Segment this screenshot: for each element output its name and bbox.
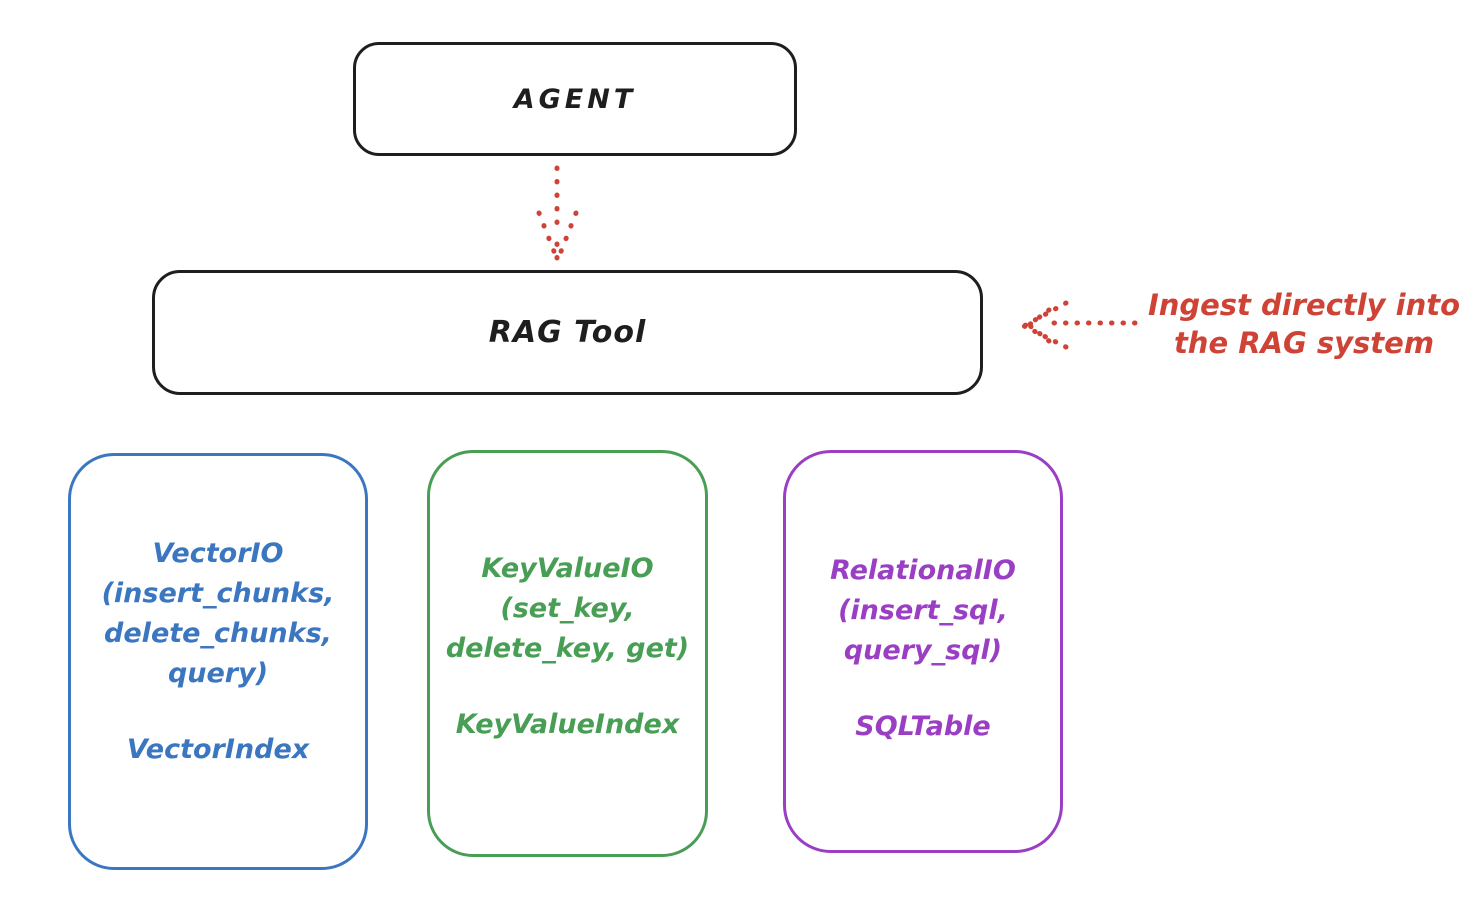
dotted-down-arrow-icon <box>536 165 579 261</box>
rag-tool-label: RAG Tool <box>488 315 647 350</box>
rag-tool-node: RAG Tool <box>152 270 983 395</box>
vector-index-label: VectorIndex <box>126 734 310 765</box>
relational-io-node: RelationalIO (insert_sql, query_sql) SQL… <box>783 450 1063 853</box>
vector-io-methods: VectorIO (insert_chunks, delete_chunks, … <box>101 538 335 689</box>
sql-table-label: SQLTable <box>855 711 991 742</box>
ingest-annotation: Ingest directly into the RAG system <box>1147 288 1461 360</box>
keyvalue-io-node: KeyValueIO (set_key, delete_key, get) Ke… <box>427 450 708 857</box>
agent-node: AGENT <box>353 42 797 156</box>
keyvalue-io-methods: KeyValueIO (set_key, delete_key, get) <box>445 553 690 664</box>
keyvalue-index-label: KeyValueIndex <box>455 709 680 740</box>
relational-io-methods: RelationalIO (insert_sql, query_sql) <box>830 555 1016 666</box>
dotted-left-arrow-icon <box>1021 300 1138 350</box>
vector-io-node: VectorIO (insert_chunks, delete_chunks, … <box>68 453 368 870</box>
agent-label: AGENT <box>513 83 637 115</box>
